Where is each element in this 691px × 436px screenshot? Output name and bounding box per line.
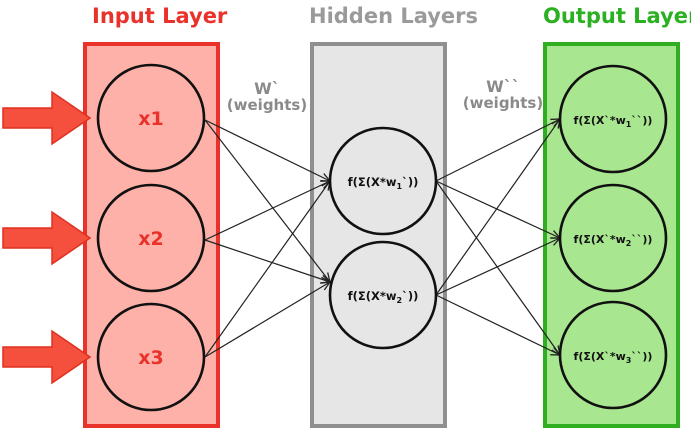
input-node-2: x2 <box>96 183 206 293</box>
input-arrow-3 <box>2 329 92 385</box>
output-node-2: f(Σ(X`*w2``)) <box>558 183 668 293</box>
output-node-1: f(Σ(X`*w1``)) <box>558 64 668 174</box>
connection-x1-h2 <box>204 119 330 282</box>
weights-label-2: W`` (weights) <box>456 78 550 112</box>
connection-x3-h1 <box>204 181 330 358</box>
input-node-2-label: x2 <box>138 228 163 250</box>
weights-caption-2: (weights) <box>462 94 544 112</box>
connection-h1-o1 <box>435 119 560 182</box>
output-node-3-label: f(Σ(X`*w3``)) <box>574 350 653 365</box>
input-arrow-1 <box>2 90 92 146</box>
connection-h2-o2 <box>435 238 560 296</box>
connection-h1-o3 <box>435 180 560 355</box>
hidden-node-2-label: f(Σ(X*w2`)) <box>348 289 419 305</box>
input-node-3: x3 <box>96 302 206 412</box>
hidden-node-1-label: f(Σ(X*w1`)) <box>348 175 419 191</box>
connection-h1-o2 <box>435 180 560 238</box>
output-node-3: f(Σ(X`*w3``)) <box>558 300 668 410</box>
input-node-1: x1 <box>96 63 206 173</box>
output-layer-box <box>543 42 680 428</box>
connection-x3-h2 <box>204 282 330 358</box>
input-node-3-label: x3 <box>138 347 163 369</box>
input-layer-box <box>83 42 220 428</box>
input-node-1-label: x1 <box>138 108 163 130</box>
weights-label-1: W` (weights) <box>222 80 312 114</box>
connection-x2-h2 <box>204 239 330 282</box>
connection-x2-h1 <box>204 181 330 241</box>
weights-symbol-2: W`` <box>486 77 520 96</box>
output-node-1-label: f(Σ(X`*w1``)) <box>574 114 653 129</box>
connection-h2-o3 <box>435 294 560 355</box>
output-node-2-label: f(Σ(X`*w2``)) <box>574 233 653 248</box>
hidden-node-2: f(Σ(X*w2`)) <box>328 240 438 350</box>
connection-x1-h1 <box>204 119 330 181</box>
input-arrows <box>2 90 92 385</box>
input-layer-title: Input Layer <box>92 4 228 28</box>
hidden-layers-title: Hidden Layers <box>309 4 479 28</box>
hidden-node-1: f(Σ(X*w1`)) <box>328 126 438 236</box>
connection-h2-o1 <box>435 119 560 296</box>
weights-caption-1: (weights) <box>226 96 308 114</box>
output-layer-title: Output Layer <box>543 4 691 28</box>
input-arrow-2 <box>2 210 92 266</box>
weights-symbol-1: W` <box>254 79 280 98</box>
